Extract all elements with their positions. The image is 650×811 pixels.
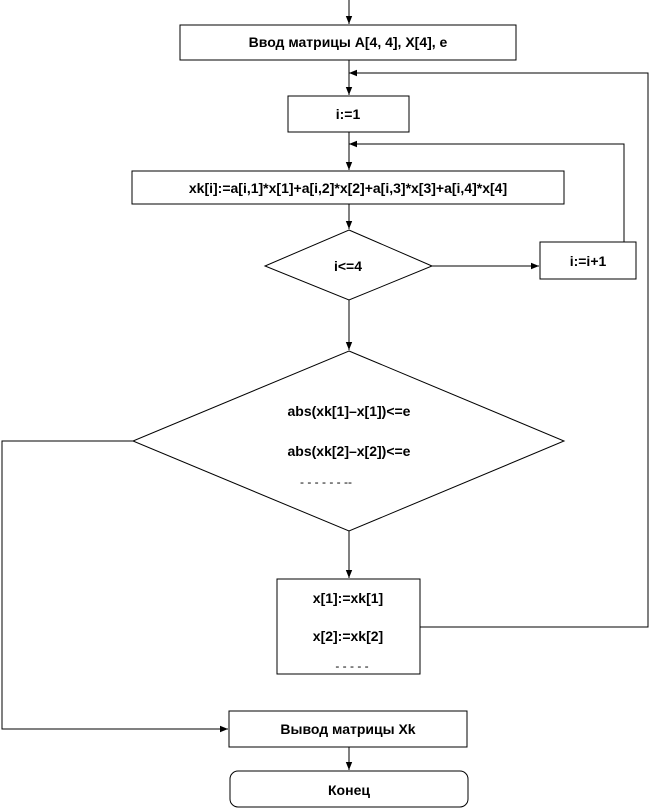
connectors (1, 0, 649, 770)
increment-block-label: i:=i+1 (570, 253, 607, 269)
output-block-label: Вывод матрицы Xk (280, 721, 415, 737)
compute-block-label: xk[i]:=a[i,1]*x[1]+a[i,2]*x[2]+a[i,3]*x[… (189, 180, 507, 196)
assign-ellipsis: - - - - - (335, 659, 368, 673)
convergence-line-1: abs(xk[1]–x[1])<=e (288, 403, 411, 419)
arrow-assign-loop-back (349, 69, 649, 628)
loop-condition-label: i<=4 (334, 258, 362, 274)
input-block: Ввод матрицы A[4, 4], X[4], e (179, 24, 517, 61)
input-block-label: Ввод матрицы A[4, 4], X[4], e (249, 34, 448, 50)
compute-block: xk[i]:=a[i,1]*x[1]+a[i,2]*x[2]+a[i,3]*x[… (131, 170, 565, 205)
convergence-line-2: abs(xk[2]–x[2])<=e (288, 443, 411, 459)
output-block: Вывод матрицы Xk (228, 710, 468, 748)
end-label: Конец (328, 782, 370, 798)
assign-line-1: x[1]:=xk[1] (313, 590, 383, 606)
init-block-label: i:=1 (336, 106, 361, 122)
arrow-increment-loop-back (349, 140, 625, 242)
convergence-decision: abs(xk[1]–x[1])<=e abs(xk[2]–x[2])<=e - … (131, 350, 566, 532)
assign-block: x[1]:=xk[1] x[2]:=xk[2] - - - - - (276, 578, 421, 675)
end-terminator: Конец (229, 770, 469, 808)
assign-line-2: x[2]:=xk[2] (313, 628, 383, 644)
convergence-ellipsis: - - - - - - -- (300, 475, 352, 489)
init-block: i:=1 (287, 95, 410, 133)
increment-block: i:=i+1 (539, 241, 637, 280)
loop-condition-decision: i<=4 (263, 229, 434, 301)
arrow-convergence-to-output (1, 440, 228, 733)
